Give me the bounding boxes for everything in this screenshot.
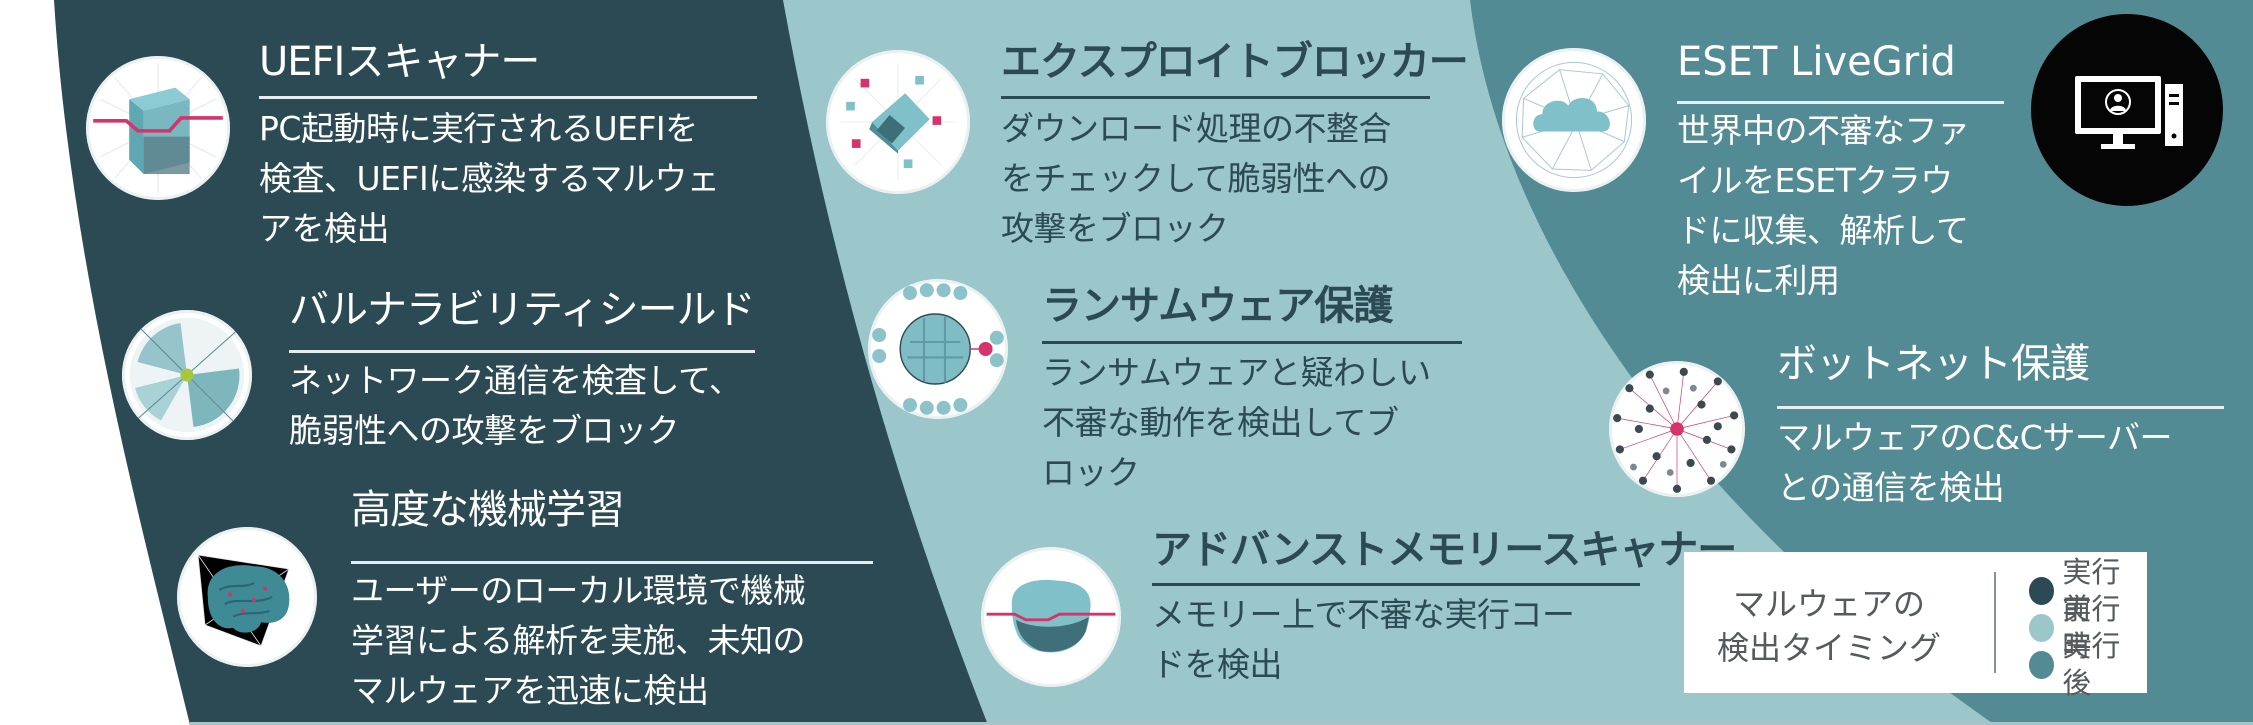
feature-divider [289,350,755,353]
feature-divider [1677,101,2004,104]
feature-description: PC起動時に実行されるUEFIを 検査、UEFIに感染するマルウェ アを検出 [259,109,720,248]
legend-label: 実行時 [2062,591,2121,663]
feature-description: 世界中の不審なファ イルをESETクラウ ドに収集、解析して 検出に利用 [1677,111,1970,300]
brain-network-icon [177,527,317,667]
desktop-computer-user-icon [2031,14,2223,206]
feature-divider [1001,96,1430,99]
feature-divider [1777,406,2224,409]
legend-title: マルウェアの 検出タイミング [1716,585,1941,667]
legend-item-during: 実行時 [2029,592,2147,663]
feature-divider [259,96,757,99]
feature-title: 高度な機械学習 [351,487,625,533]
legend-item-after: 実行後 [2029,629,2147,700]
feature-description: ランサムウェアと疑わしい 不審な動作を検出してブ ロック [1042,353,1431,492]
dot-after-icon [2029,650,2055,679]
botnet-graph-icon [1609,361,1745,497]
feature-title: ボットネット保護 [1777,341,2090,387]
memory-scan-blob-icon [981,547,1121,687]
feature-description: ユーザーのローカル環境で機械 学習による解析を実施、未知の マルウェアを迅速に検… [351,571,806,710]
dot-before-icon [2029,576,2055,605]
locked-sphere-icon [868,279,1008,419]
feature-title: UEFIスキャナー [259,39,540,85]
bottom-edge-line [190,722,2253,725]
feature-title: バルナラビリティシールド [289,287,756,333]
legend-label: 実行後 [2062,628,2121,700]
feature-description: ネットワーク通信を検査して、 脆弱性への攻撃をブロック [289,361,742,450]
feature-divider [351,561,873,564]
feature-description: マルウェアのC&Cサーバー との通信を検出 [1777,418,2173,507]
feature-description: ダウンロード処理の不整合 をチェックして脆弱性への 攻撃をブロック [1001,109,1392,248]
legend-items: 実行前 実行時 実行後 [2029,555,2147,700]
band-during-execution [700,0,1995,725]
feature-description: メモリー上で不審な実行コー ドを検出 [1152,595,1575,684]
cloud-network-icon [1502,48,1646,192]
cube-with-threats-icon [826,50,970,194]
detection-timing-legend: マルウェアの 検出タイミング 実行前 実行時 実行後 [1684,552,2147,700]
feature-title: アドバンストメモリースキャナー [1152,527,1737,573]
feature-title: ESET LiveGrid [1677,39,1956,85]
feature-title: エクスプロイトブロッカー [1001,39,1469,85]
feature-divider [1152,583,1640,586]
legend-label: 実行前 [2062,554,2121,626]
uefi-chip-cube-icon [86,56,230,200]
hexagon-shield-sphere-icon [122,310,252,440]
legend-separator [1994,572,1996,673]
feature-divider [1042,341,1462,344]
legend-item-before: 実行前 [2029,555,2147,626]
feature-title: ランサムウェア保護 [1042,283,1393,329]
dot-during-icon [2029,613,2055,642]
